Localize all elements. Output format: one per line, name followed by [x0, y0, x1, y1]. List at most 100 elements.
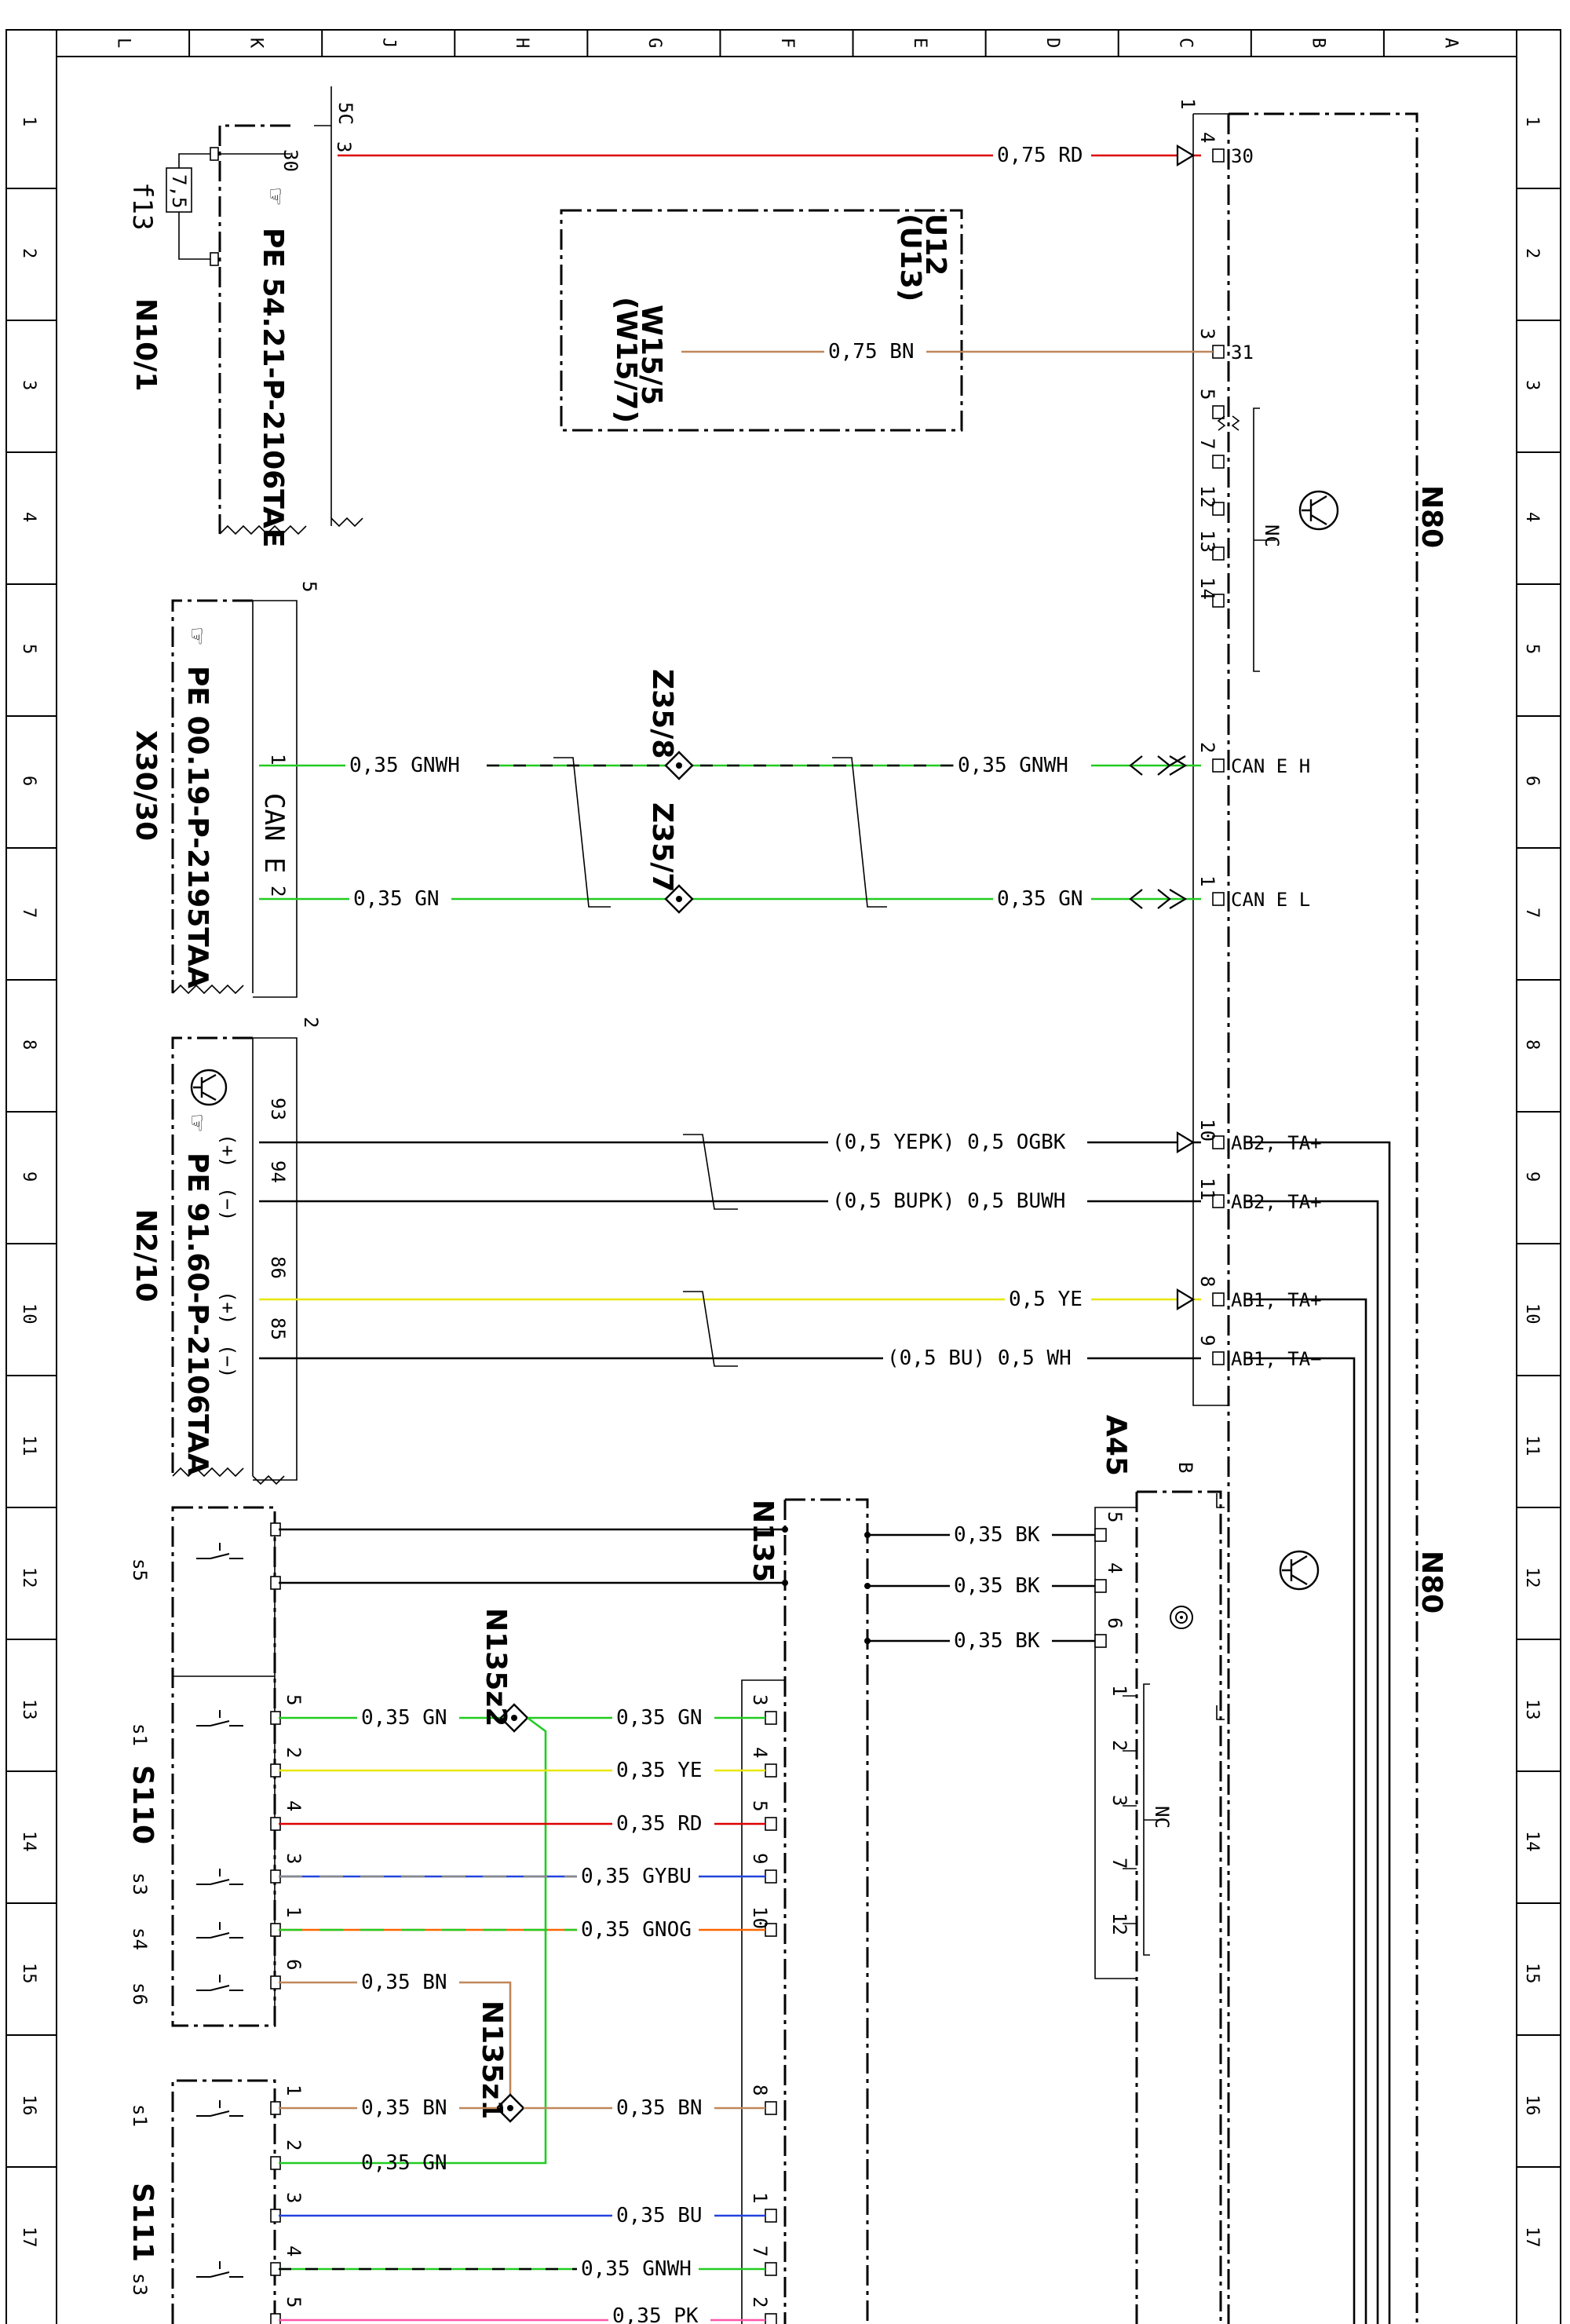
transistor-icon — [1279, 1550, 1320, 1591]
wire-ab2-a[interactable]: (0,5 YEPK) 0,5 OGBK — [259, 1131, 1391, 2324]
n10-1-label: N10/1 — [130, 298, 162, 391]
frame-row-label-left: 3 — [19, 380, 38, 390]
n2-10-label: N2/10 — [130, 1209, 162, 1302]
s110-pin-number: 5 — [283, 1694, 305, 1705]
n80-nc-label: NC — [1261, 524, 1283, 547]
pushbutton-switch-icon — [196, 1975, 243, 1991]
s111-pin-terminal — [270, 2313, 281, 2324]
n2-10-pol-2: (−) — [217, 1187, 239, 1221]
n80-pin-terminal — [1212, 758, 1225, 773]
n135-pin-terminal — [765, 2209, 777, 2223]
n80-pin-terminal — [1212, 345, 1225, 359]
n80-control-unit[interactable]: 1 N80 N80 NC B — [1174, 98, 1448, 2324]
n10-1-fuse-box[interactable]: 5C 3 30 7,5 f13 N10/1 ☞ PE 54.21-P-2106T… — [126, 86, 363, 547]
frame-row-label-right: 16 — [1522, 2095, 1542, 2116]
s110-pin-number: 3 — [283, 1853, 305, 1864]
wire-bk-1[interactable]: 0,35 BK — [864, 1523, 1095, 1547]
n80-pin-terminal — [1212, 455, 1225, 469]
n2-10-pin-86: 86 — [267, 1256, 289, 1279]
wire-ab1-a[interactable]: 0,5 YE — [259, 1288, 1367, 2324]
wire-31[interactable]: 0,75 BN — [681, 340, 1213, 364]
a45-pin-terminal — [1094, 1579, 1107, 1593]
wire-gybu[interactable]: 0,35 GYBU — [279, 1865, 765, 1888]
wire-s111-s1-bn[interactable]: 0,35 BN 0,35 BN — [279, 2096, 765, 2120]
frame-row-label-right: 17 — [1522, 2227, 1542, 2248]
a45-nc-pin-number: 2 — [1108, 1740, 1130, 1751]
w15-7-label: (W15/7) — [610, 297, 642, 423]
wire-can-l-left-label: 0,35 GN — [353, 887, 440, 911]
n2-10-airbag-unit[interactable]: 2 ☞ PE 91.60-P-2106TAA N2/10 (+) (−) (+)… — [130, 1017, 322, 1485]
wire-ab1-b[interactable]: (0,5 BU) 0,5 WH — [259, 1347, 1356, 2324]
transistor-icon — [190, 1069, 228, 1106]
n135z1-splice[interactable]: N135z1 — [476, 2001, 525, 2123]
n80-pin-terminal — [1212, 1351, 1225, 1365]
frame-row-label-right: 10 — [1522, 1303, 1542, 1325]
wire-s1-gn[interactable]: 0,35 GN 0,35 GN — [279, 1706, 765, 1730]
twisted-pair-mark — [683, 1291, 738, 1367]
n135-steering-column-module[interactable]: N135 — [741, 1498, 869, 2324]
a45-pin-number: 4 — [1104, 1562, 1126, 1573]
wire-s1-gn-right-label: 0,35 GN — [616, 1706, 703, 1730]
n135-pin-number: 2 — [749, 2297, 771, 2308]
w15-5-label: W15/5 — [635, 305, 667, 405]
a45-pin-terminal — [1094, 1528, 1107, 1542]
z35-7-label: Z35/7 — [646, 802, 678, 892]
frame-row-label-right: 13 — [1522, 1699, 1542, 1720]
wire-bu[interactable]: 0,35 BU — [279, 2204, 765, 2227]
wire-s5-bus[interactable] — [279, 1528, 785, 1584]
wire-can-h[interactable]: 0,35 GNWH 0,35 GNWH — [259, 754, 1201, 777]
wire-gybu-label: 0,35 GYBU — [581, 1865, 692, 1888]
wire-s111-gn[interactable]: 0,35 GN — [361, 2151, 447, 2175]
n135-pin-terminal — [765, 1763, 777, 1778]
wire-can-h-left-label: 0,35 GNWH — [349, 754, 460, 777]
wire-s6-bn[interactable]: 0,35 BN — [279, 1971, 512, 2104]
z35-7-splice[interactable]: Z35/7 — [646, 802, 694, 914]
wire-can-l[interactable]: 0,35 GN 0,35 GN — [259, 887, 1201, 911]
frame-row-label-left: 15 — [19, 1963, 38, 1984]
n80-pin-number: 5 — [1196, 389, 1218, 400]
s111-pin-number: 5 — [283, 2297, 305, 2308]
n2-10-pin-93: 93 — [267, 1098, 289, 1120]
wire-30[interactable]: 0,75 RD — [338, 144, 1201, 167]
frame-column-label: D — [1042, 38, 1062, 48]
transistor-icon — [1298, 490, 1339, 531]
pushbutton-switch-icon — [196, 1869, 243, 1885]
z35-8-splice[interactable]: Z35/8 — [646, 669, 694, 780]
x30-30-connector[interactable]: 5 CAN E 1 2 ☞ PE 00.19-P-2195TAA X30/30 — [130, 581, 320, 998]
u12-component[interactable]: U12 (U13) W15/5 (W15/7) — [560, 209, 963, 432]
fuse-rating: 7,5 — [168, 174, 190, 208]
fuse-f13: f13 — [126, 182, 158, 230]
wire-gnwh-17[interactable]: 0,35 GNWH — [279, 2257, 765, 2281]
hand-ref-icon: ☞ — [260, 188, 291, 205]
s111-label: S111 — [126, 2183, 159, 2262]
pushbutton-switch-icon — [196, 1922, 243, 1938]
n135-pin-number: 8 — [749, 2085, 771, 2096]
wire-bk-2[interactable]: 0,35 BK — [864, 1574, 1095, 1598]
pushbutton-switch-icon — [196, 2261, 243, 2278]
wire-rd[interactable]: 0,35 RD — [279, 1812, 765, 1836]
frame-row-label-right: 9 — [1522, 1171, 1542, 1182]
wire-s6-bn-label: 0,35 BN — [361, 1971, 447, 1994]
wire-pk[interactable]: 0,35 PK — [279, 2304, 765, 2324]
n135-pin-number: 4 — [749, 1747, 771, 1758]
wire-gnog[interactable]: 0,35 GNOG — [279, 1918, 765, 1942]
a45-pin-terminal — [1094, 1634, 1107, 1648]
wire-31-label: 0,75 BN — [828, 340, 915, 364]
wire-bk-2-label: 0,35 BK — [954, 1574, 1040, 1598]
n135-pin-number: 5 — [749, 1800, 771, 1811]
n135z2-splice[interactable]: N135z2 — [279, 1608, 547, 2165]
wire-ye[interactable]: 0,35 YE — [279, 1759, 765, 1782]
s110-s5: s5 — [129, 1558, 151, 1581]
s110-pin-number: 2 — [283, 1747, 305, 1758]
clock-spring-icon — [1170, 1606, 1193, 1629]
n2-10-pin-94: 94 — [267, 1160, 289, 1183]
wire-ab2-b[interactable]: (0,5 BUPK) 0,5 BUWH — [259, 1189, 1379, 2324]
z35-8-label: Z35/8 — [646, 669, 678, 758]
frame-column-label: L — [114, 38, 133, 48]
s111-s3: s3 — [129, 2273, 151, 2296]
wire-bk-3[interactable]: 0,35 BK — [864, 1629, 1095, 1653]
